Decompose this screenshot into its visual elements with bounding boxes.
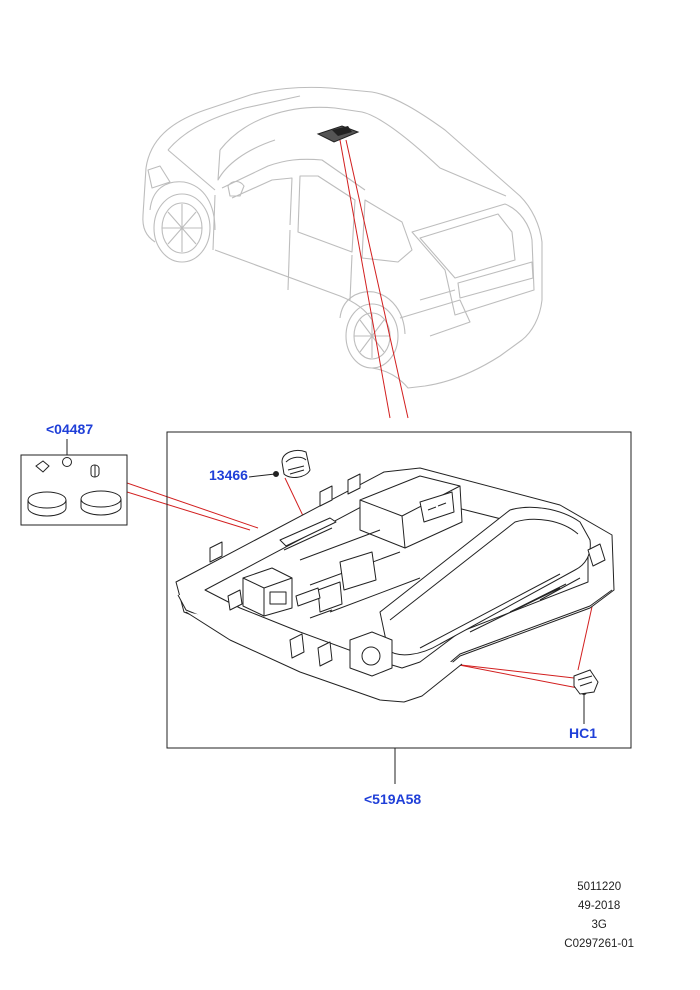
reference-line-4: C0297261-01 xyxy=(564,938,634,950)
overhead-console-drawing xyxy=(175,467,615,703)
callout-cap-kit[interactable]: <04487 xyxy=(46,421,94,437)
drawing-reference-block: 5011220 49-2018 3G C0297261-01 xyxy=(564,878,634,954)
clip-hc1-drawing xyxy=(573,669,599,695)
reference-line-1: 5011220 xyxy=(577,881,622,893)
callout-switch[interactable]: 13466 xyxy=(209,467,248,483)
callout-clip[interactable]: HC1 xyxy=(569,725,598,741)
switch-13466-drawing xyxy=(281,449,311,478)
callout-console-assembly[interactable]: <519A58 xyxy=(364,791,422,807)
reference-line-2: 49-2018 xyxy=(578,900,621,912)
cap-kit-box xyxy=(20,439,128,526)
roof-console-highlight xyxy=(316,125,360,143)
vehicle-illustration xyxy=(142,86,543,389)
reference-line-3: 3G xyxy=(591,919,607,931)
